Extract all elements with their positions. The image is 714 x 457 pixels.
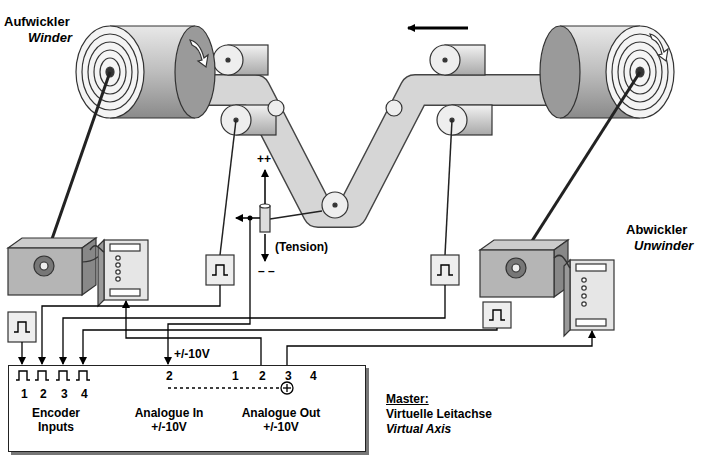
part-name: Winder: [28, 30, 72, 46]
drive-left: [98, 240, 148, 306]
master-name: Virtuelle Leitachse: [386, 407, 492, 421]
port-label: Analogue In +/-10V: [128, 406, 210, 434]
nip-roller-right: [430, 45, 492, 135]
motor-left: [8, 238, 100, 295]
signal-name: (Tension): [275, 240, 328, 254]
signal-sign: ++: [257, 152, 271, 166]
summing-point: [168, 382, 293, 394]
part-name: Unwinder: [634, 238, 693, 254]
part-name: Aufwickler: [4, 14, 70, 30]
shafts: [44, 72, 640, 266]
signal-wires: [22, 218, 592, 366]
winder-roll: [76, 26, 215, 118]
tension-sensor: [260, 204, 270, 232]
signal-sign: – –: [258, 264, 275, 278]
motor-right: [480, 240, 568, 297]
encoder-boxes: [8, 255, 511, 342]
drive-right: [564, 260, 614, 336]
pin-number: 2: [259, 369, 266, 383]
pin-number: 1: [21, 387, 28, 401]
guide-rollers: [268, 100, 402, 218]
nip-roller-left: [213, 45, 276, 135]
pin-number: 3: [61, 387, 68, 401]
pin-number: 1: [232, 369, 239, 383]
signal-range: +/-10V: [174, 347, 210, 361]
pin-number: 3: [285, 369, 292, 383]
controller-box: 1234Encoder Inputs2Analogue In +/-10V123…: [8, 365, 366, 452]
part-name: Abwickler: [626, 222, 687, 238]
pin-number: 2: [40, 387, 47, 401]
pin-number: 2: [166, 369, 173, 383]
master-name: Virtual Axis: [386, 422, 451, 436]
pin-number: 4: [310, 369, 317, 383]
master-heading: Master:: [386, 392, 429, 406]
port-label: Encoder Inputs: [21, 406, 91, 434]
pin-number: 4: [81, 387, 88, 401]
unwinder-roll: [540, 26, 674, 118]
port-label: Analogue Out +/-10V: [238, 406, 324, 434]
pulse-symbols: [14, 265, 505, 380]
